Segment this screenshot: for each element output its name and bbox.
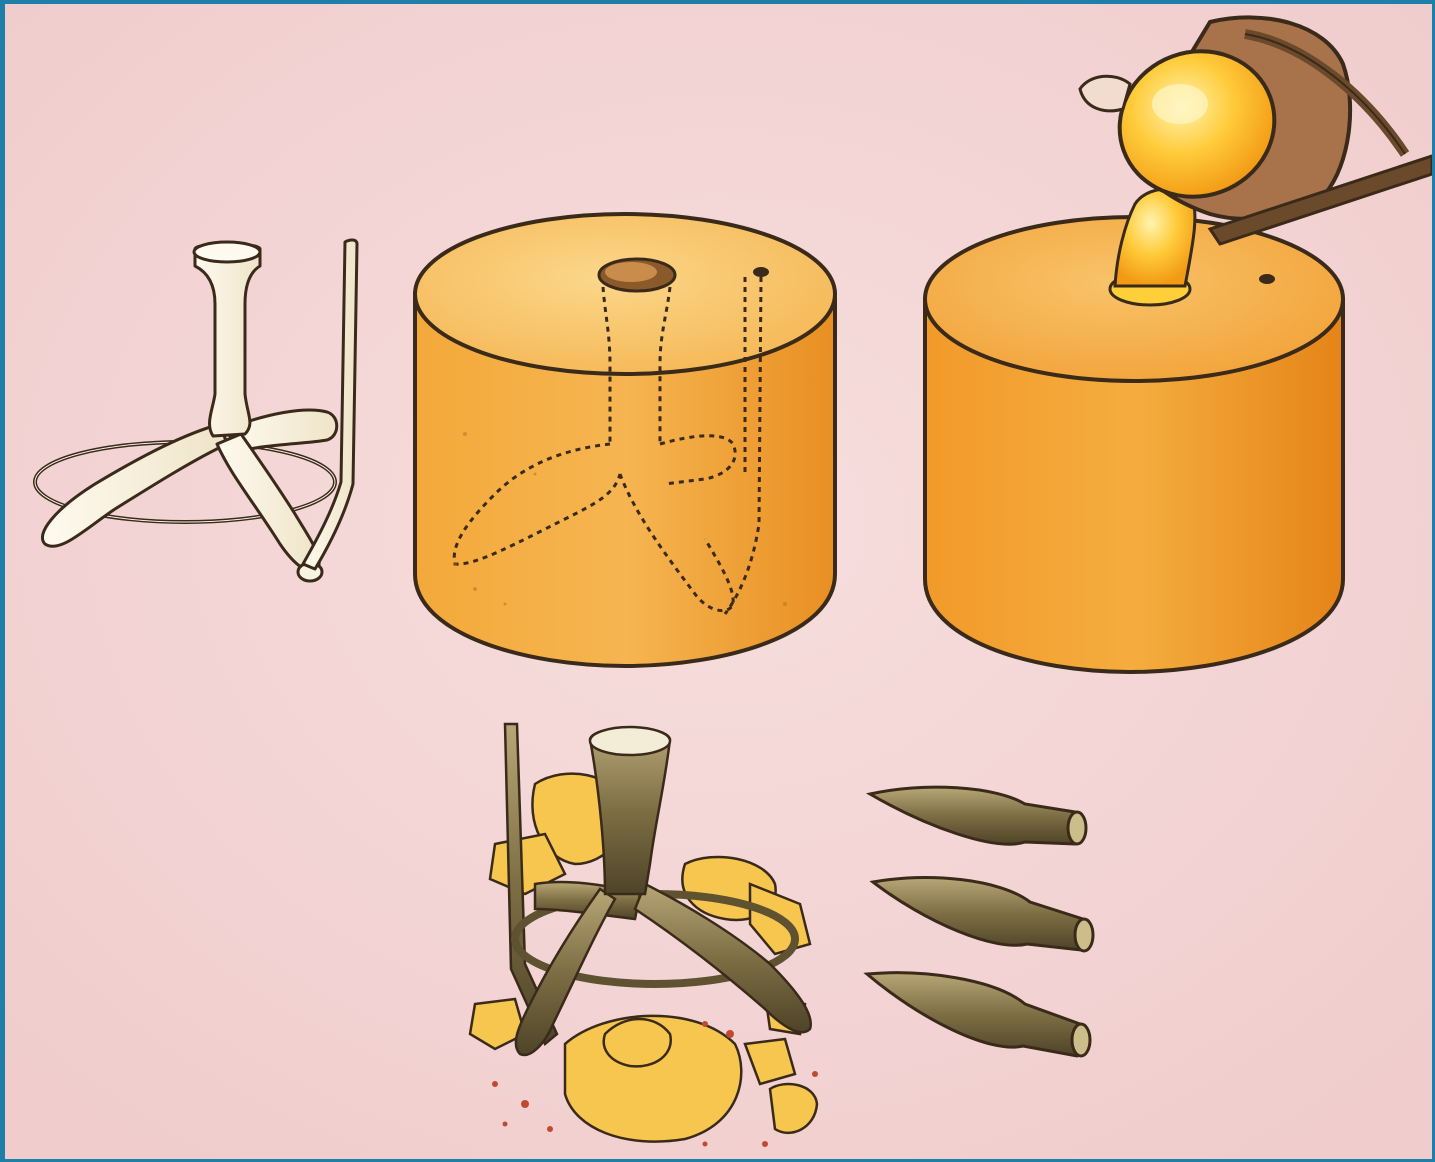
clay-mold-drawing: [415, 214, 835, 666]
lost-wax-casting-illustration: [5, 4, 1432, 1159]
